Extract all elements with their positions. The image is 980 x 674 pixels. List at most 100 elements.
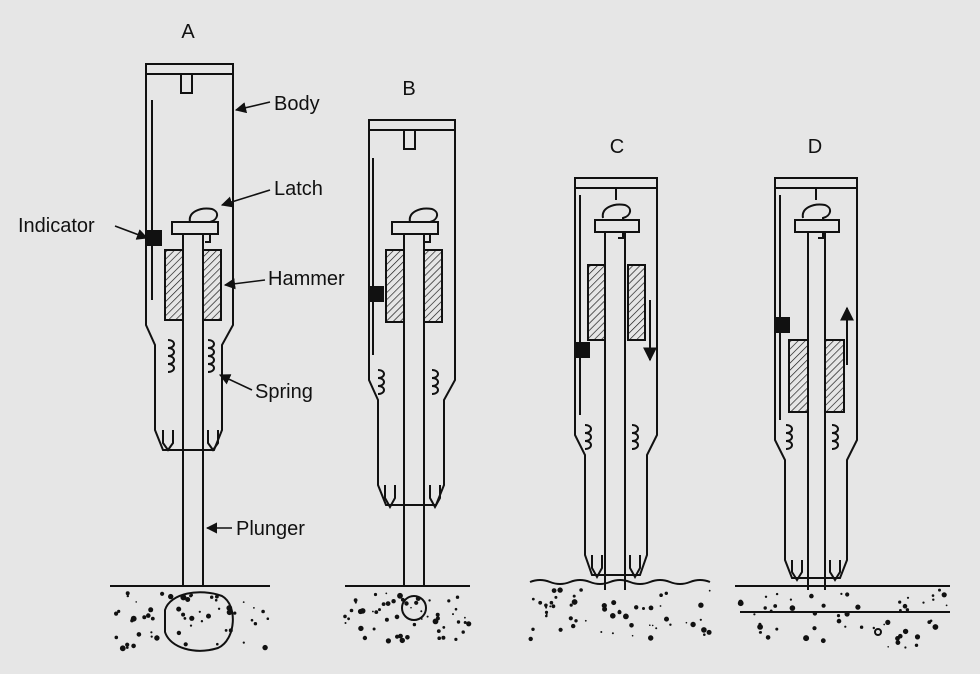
latch — [601, 203, 631, 239]
body-housing — [574, 177, 658, 576]
soil-speck — [374, 610, 379, 614]
soil-speck — [821, 603, 826, 608]
soil-speck — [242, 641, 245, 644]
soil-speck — [385, 638, 391, 644]
soil-speck — [763, 606, 767, 610]
soil-speck — [233, 611, 237, 615]
soil-speck — [773, 604, 778, 608]
soil-speck — [466, 621, 472, 627]
soil-speck — [114, 611, 119, 616]
soil-speck — [150, 631, 153, 634]
soil-speck — [441, 635, 446, 640]
soil-speck — [391, 599, 396, 604]
soil-speck — [347, 617, 350, 621]
soil-speck — [579, 588, 583, 592]
soil-speck — [125, 642, 130, 647]
soil-speck — [775, 592, 779, 596]
soil-speck — [648, 605, 654, 611]
soil-speck — [902, 603, 908, 609]
soil-speck — [690, 621, 696, 628]
soil-speck — [932, 598, 935, 601]
soil-speck — [210, 595, 214, 599]
soil-speck — [397, 592, 403, 599]
soil-speck — [574, 619, 578, 623]
hammer-left — [164, 249, 184, 321]
soil-speck — [160, 591, 165, 596]
soil-speck — [812, 611, 818, 616]
soil-speck — [551, 588, 557, 593]
soil-speck — [136, 632, 142, 637]
spring-left — [584, 424, 592, 450]
soil-speck — [631, 634, 634, 637]
soil-speck — [176, 630, 182, 636]
callout-hammer: Hammer — [268, 268, 345, 290]
soil-speck — [126, 646, 129, 649]
soil-speck — [372, 627, 376, 631]
soil-speck — [757, 624, 763, 630]
soil-speck — [385, 592, 388, 595]
soil-speck — [381, 602, 386, 606]
soil-speck — [216, 642, 219, 646]
soil-speck — [435, 616, 440, 621]
soil-speck — [648, 635, 654, 641]
soil-speck — [398, 633, 403, 639]
soil-speck — [789, 598, 793, 601]
soil-speck — [399, 637, 405, 644]
soil-speck — [410, 606, 412, 609]
soil-speck — [461, 630, 465, 634]
soil-speck — [343, 614, 347, 619]
indicator-block — [146, 230, 162, 246]
soil-speck — [189, 624, 193, 627]
soil-speck — [200, 620, 204, 623]
soil-speck — [885, 619, 891, 626]
soil-speck — [395, 634, 400, 639]
soil-speck — [452, 613, 454, 616]
soil-speck — [549, 605, 552, 608]
soil-speck — [600, 631, 603, 633]
soil-speck — [404, 601, 409, 606]
hammer-right — [202, 249, 222, 321]
panel-b-label: B — [402, 78, 415, 100]
soil-speck — [812, 626, 817, 631]
soil-speck — [436, 629, 441, 633]
soil-speck — [545, 606, 548, 609]
soil-speck — [455, 595, 460, 599]
soil-speck — [803, 635, 810, 642]
soil-speck — [349, 608, 354, 613]
soil-speck — [945, 604, 948, 607]
soil-speck — [435, 612, 440, 617]
soil-speck — [189, 594, 193, 598]
soil-speck — [898, 633, 903, 639]
soil-speck — [855, 604, 861, 610]
callout-spring: Spring — [255, 381, 313, 403]
panel-b: B — [345, 78, 470, 621]
soil-speck — [266, 617, 270, 620]
soil-speck — [545, 613, 548, 616]
soil-speck — [887, 646, 889, 648]
soil-speck — [601, 603, 607, 609]
soil-speck — [571, 623, 576, 629]
soil-speck — [183, 642, 188, 647]
soil-speck — [154, 635, 160, 641]
soil-speck — [146, 613, 151, 618]
soil-speck — [384, 617, 389, 622]
soil-speck — [117, 609, 121, 614]
soil-speck — [669, 623, 672, 626]
soil-speck — [789, 605, 796, 611]
soil-speck — [904, 646, 907, 649]
soil-speck — [895, 640, 901, 645]
soil-speck — [415, 596, 421, 601]
soil-speck — [820, 638, 826, 644]
soil-speck — [253, 622, 258, 626]
soil-speck — [358, 625, 364, 632]
indicator-block — [574, 342, 590, 358]
soil-speck — [914, 643, 919, 647]
soil-speck — [214, 598, 218, 602]
soil-speck — [359, 608, 366, 614]
soil-speck — [405, 635, 410, 640]
soil-speck — [685, 621, 688, 624]
soil-speckles — [114, 587, 948, 652]
soil-speck — [836, 614, 841, 618]
soil-speck — [531, 627, 535, 631]
